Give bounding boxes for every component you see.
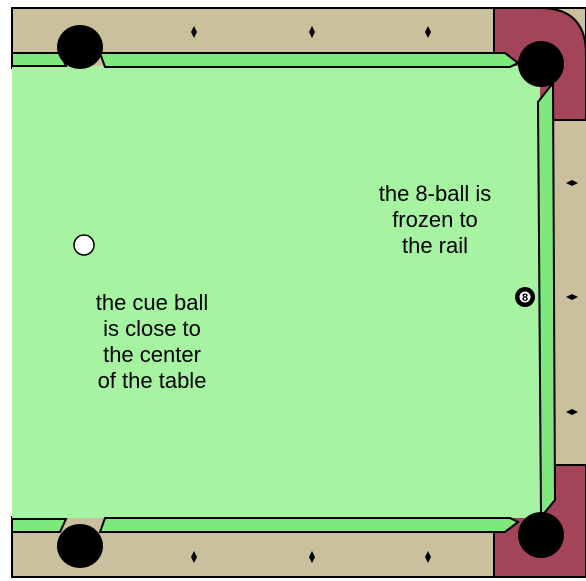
eight-ball-number: 8 <box>522 292 528 304</box>
annotation-line: the cue ball <box>52 290 252 316</box>
bottom-cushion <box>100 518 518 532</box>
eight-ball-annotation: the 8-ball is frozen to the rail <box>335 181 535 259</box>
top-left-pocket <box>57 25 103 69</box>
top-left-cushion <box>12 53 66 66</box>
annotation-line: is close to <box>52 316 252 342</box>
right-cushion <box>538 83 555 517</box>
top-right-pocket <box>518 41 564 87</box>
annotation-line: frozen to <box>335 207 535 233</box>
annotation-line: the center <box>52 342 252 368</box>
annotation-line: of the table <box>52 368 252 394</box>
annotation-line: the rail <box>335 233 535 259</box>
top-cushion <box>100 53 518 67</box>
annotation-line: the 8-ball is <box>335 181 535 207</box>
cue-ball <box>74 235 94 255</box>
bottom-left-pocket <box>57 524 103 568</box>
cue-ball-annotation: the cue ball is close to the center of t… <box>52 290 252 394</box>
bottom-left-cushion <box>12 519 66 532</box>
eight-ball: 8 <box>515 287 535 307</box>
bottom-right-pocket <box>518 512 564 558</box>
